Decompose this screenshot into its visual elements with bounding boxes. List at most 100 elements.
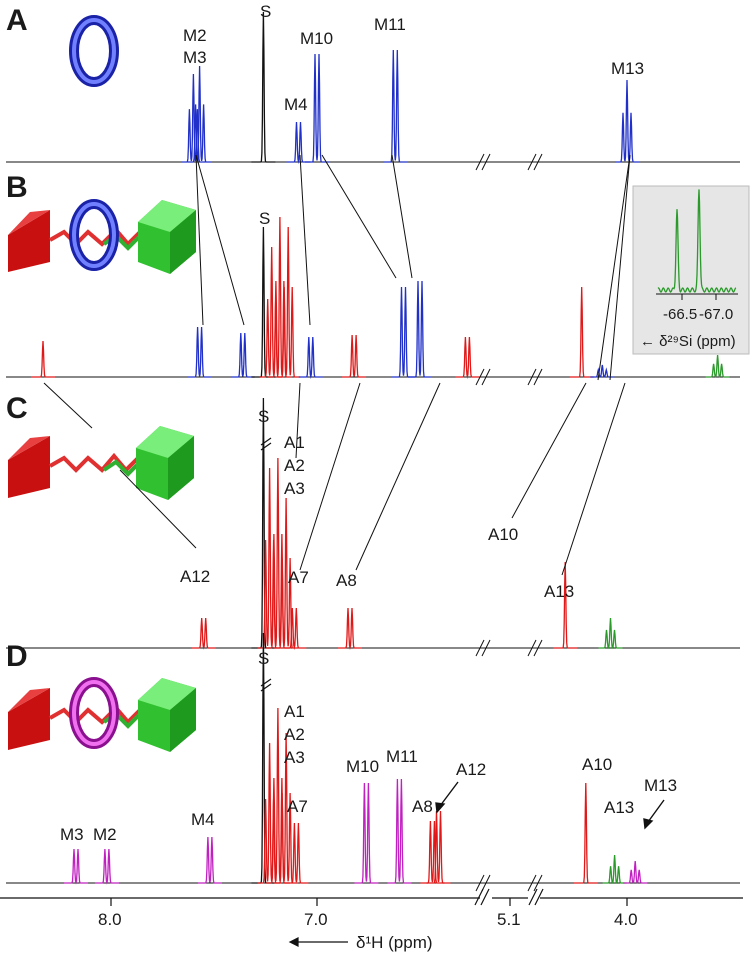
peak-labels-a: M2 M3 S M4 M10 M11 M13	[183, 2, 644, 114]
label-a-m4: M4	[284, 95, 308, 114]
spectrum-c-peak-1	[251, 397, 276, 649]
spectrum-b-peak-6	[276, 226, 301, 378]
panel-letter-c: C	[6, 392, 28, 425]
label-d-m2: M2	[93, 825, 117, 844]
label-c-a1: A1	[284, 433, 305, 452]
label-c-s: S	[258, 407, 269, 426]
spectrum-d-peak-8	[354, 782, 379, 884]
label-b-s: S	[259, 209, 270, 228]
spectrum-b-peak-12	[569, 286, 594, 378]
spectrum-d-break-1	[527, 874, 537, 892]
spectrum-d-peak-7	[284, 822, 309, 884]
spectrum-c-peak-8	[598, 617, 623, 650]
spectrum-c-peak-7	[553, 561, 578, 649]
spectrum-b-peak-9	[391, 286, 416, 378]
label-d-a12: A12	[456, 760, 486, 779]
spectrum-c-break-0	[475, 639, 485, 657]
spectrum-c-break-1	[527, 639, 537, 657]
spectrum-a-peak-4	[305, 53, 329, 163]
spectrum-d-break-1	[533, 874, 543, 892]
spectrum-b-peak-2	[230, 332, 255, 378]
spectrum-a-peak-5	[383, 49, 408, 163]
spectrum-d-peak-0	[64, 848, 88, 885]
spectrum-a-peak-0	[181, 73, 206, 163]
label-d-m10: M10	[346, 757, 379, 776]
axle-icon-c	[8, 426, 194, 500]
spectrum-d-peak-12	[573, 782, 598, 884]
label-a-m13: M13	[611, 59, 644, 78]
spectrum-b-break-1	[527, 368, 537, 386]
spectrum-a-break-1	[533, 153, 543, 171]
label-c-a10: A10	[488, 525, 518, 544]
spectrum-d-peak-1	[94, 848, 119, 885]
rotaxane-icon-b	[8, 199, 196, 274]
label-d-m3: M3	[60, 825, 84, 844]
axis-arrow	[288, 937, 348, 947]
spectrum-d-peak-14	[623, 860, 648, 884]
correlation-lines	[43, 154, 631, 576]
label-c-a7: A7	[288, 568, 309, 587]
spectrum-d-peak-3	[251, 632, 276, 884]
label-a-m11: M11	[374, 15, 406, 34]
spectrum-b-peak-14	[705, 354, 730, 378]
spectrum-d-break-0	[475, 874, 485, 892]
annotation-arrows-d	[435, 781, 665, 830]
spectrum-b-peak-0	[31, 340, 55, 378]
inset-spectrum	[657, 189, 737, 293]
panel-letter-a: A	[6, 4, 28, 37]
x-axis-label: δ¹H (ppm)	[356, 933, 433, 952]
spectrum-d-peak-9	[387, 778, 412, 884]
panel-letter-b: B	[6, 171, 28, 204]
x-tick-4: 4.0	[614, 910, 638, 929]
label-c-a3: A3	[284, 479, 305, 498]
label-d-a8: A8	[412, 797, 433, 816]
label-d-a1: A1	[284, 702, 305, 721]
macrocycle-icon-a	[69, 15, 119, 87]
panel-letter-d: D	[6, 640, 28, 673]
label-a-m10: M10	[300, 29, 333, 48]
spectrum-d-peak-11	[426, 810, 451, 884]
spectrum-b-break-1	[533, 368, 543, 386]
label-d-a13: A13	[604, 798, 634, 817]
spectrum-d-peak-2	[197, 836, 222, 884]
spectrum-a-peak-6	[615, 79, 639, 163]
peak-labels-b: S	[259, 209, 270, 228]
spectrum-c-peak-6	[338, 607, 362, 650]
label-d-s: S	[258, 649, 269, 668]
spectrum-b-break-0	[481, 368, 491, 386]
label-d-a10: A10	[582, 755, 612, 774]
spectrum-b-peak-11	[455, 336, 480, 379]
spectrum-b-break-0	[475, 368, 485, 386]
x-tick-7: 7.0	[304, 910, 328, 929]
si29-inset: -66.5 -67.0 ← δ²⁹Si (ppm)	[632, 185, 750, 355]
label-d-a2: A2	[284, 725, 305, 744]
spectrum-a-peak-1	[187, 65, 212, 163]
x-tick-5-1: 5.1	[497, 910, 521, 929]
spectrum-b-peak-8	[342, 334, 367, 378]
spectrum-b-peak-1	[187, 326, 212, 378]
spectrum-d-peak-13	[602, 854, 627, 885]
x-tick-8: 8.0	[98, 910, 122, 929]
spectrum-c-break-1	[533, 639, 543, 657]
label-a-m2m3-2: M3	[183, 48, 207, 67]
label-c-a2: A2	[284, 456, 305, 475]
spectrum-a-break-0	[481, 153, 491, 171]
rotaxane-icon-d	[8, 677, 196, 752]
x-axis	[0, 888, 743, 906]
label-c-a8: A8	[336, 571, 357, 590]
spectrum-b-peak-7	[298, 336, 323, 379]
label-d-a7: A7	[287, 797, 308, 816]
spectra-group	[6, 11, 740, 892]
peak-labels-d: S A1 A2 A3 A7 M3 M2 M4 M10 M11 A8 A12 A1…	[60, 649, 677, 844]
inset-axis-label: ← δ²⁹Si (ppm)	[640, 333, 736, 350]
label-a-m2m3-1: M2	[183, 26, 207, 45]
spectrum-b-peak-5	[267, 216, 292, 378]
label-c-a12: A12	[180, 567, 210, 586]
spectrum-c-peak-5	[282, 607, 307, 650]
label-d-m13: M13	[644, 776, 677, 795]
spectrum-a-peak-3	[286, 121, 311, 164]
label-d-m11: M11	[386, 747, 418, 766]
inset-tick-1: -66.5	[663, 306, 697, 323]
spectrum-c-peak-0	[191, 617, 216, 650]
spectrum-c-break-0	[481, 639, 491, 657]
